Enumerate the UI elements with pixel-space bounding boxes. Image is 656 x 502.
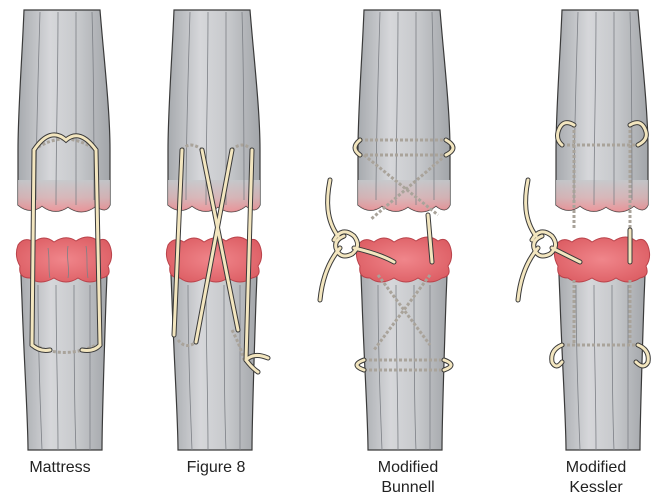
panel-mattress bbox=[16, 10, 111, 450]
panel-figure8 bbox=[166, 10, 268, 450]
frayed-end-glow bbox=[358, 180, 450, 212]
frayed-end-glow bbox=[556, 180, 648, 212]
frayed-stump bbox=[554, 237, 649, 282]
frayed-stump bbox=[356, 237, 451, 282]
panel-kessler bbox=[518, 10, 650, 450]
label-figure-8: Figure 8 bbox=[156, 458, 276, 478]
label-modified-kessler: Modified Kessler bbox=[536, 458, 656, 498]
panel-bunnell bbox=[320, 10, 453, 450]
label-modified-bunnell: Modified Bunnell bbox=[348, 458, 468, 498]
label-mattress: Mattress bbox=[0, 458, 120, 478]
